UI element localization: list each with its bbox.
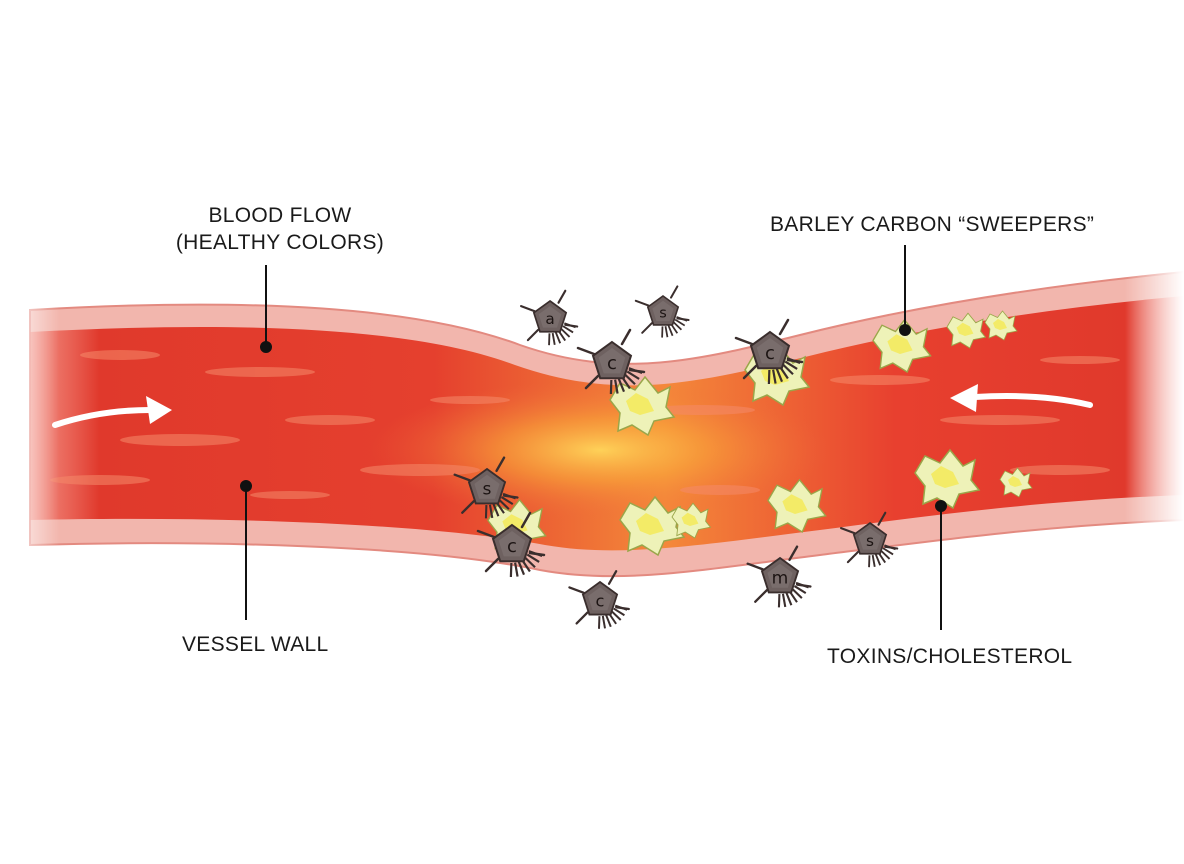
leader-dot-vessel-wall [240, 480, 252, 492]
leader-dot-sweepers [899, 324, 911, 336]
vessel-wall-label: VESSEL WALL [182, 633, 329, 656]
sweeper-letter: m [772, 569, 789, 589]
sweeper-letter: s [483, 480, 492, 500]
sweeper-letter: c [607, 353, 617, 374]
sweeper-particles: a s c c s c c m s [453, 285, 899, 629]
sweeper-letter: s [866, 532, 874, 550]
leader-lines [240, 245, 947, 630]
blood-flow-label: BLOOD FLOW (HEALTHY COLORS) [160, 202, 400, 256]
sweeper-letter: c [596, 591, 605, 610]
sweepers-label: BARLEY CARBON “SWEEPERS” [770, 213, 1095, 236]
sweeper-letter: c [507, 536, 517, 557]
blood-streaks [50, 350, 1120, 499]
blood-flow-label-line1: BLOOD FLOW [208, 204, 352, 227]
sweeper-letter: c [765, 343, 775, 364]
toxin-blob [609, 375, 676, 437]
toxin-blob [872, 318, 932, 373]
leader-dot-toxins [935, 500, 947, 512]
sweeper-particle: m [746, 545, 812, 608]
toxin-blob [984, 310, 1018, 341]
toxin-blob [914, 448, 981, 510]
arrow-left-icon [950, 384, 1093, 412]
toxin-blob [999, 467, 1033, 498]
sweeper-particle: a [520, 289, 579, 346]
sweeper-particle: c [734, 318, 804, 385]
arrow-right-icon [52, 396, 172, 428]
toxin-blob [671, 502, 712, 539]
sweeper-particle: s [453, 456, 519, 519]
sweeper-letter: a [545, 310, 554, 328]
sweeper-particle: c [476, 511, 546, 578]
toxin-blob [946, 312, 987, 349]
leader-dot-blood-flow [260, 341, 272, 353]
toxins-label: TOXINS/CHOLESTEROL [827, 645, 1073, 668]
sweeper-particle: c [576, 328, 646, 395]
sweeper-particle: c [568, 570, 630, 629]
sweeper-letter: s [659, 306, 667, 322]
toxin-blob [767, 478, 827, 533]
sweeper-particle: s [634, 285, 690, 338]
sweeper-particle: s [840, 511, 899, 568]
blood-flow-label-line2: (HEALTHY COLORS) [175, 231, 385, 254]
